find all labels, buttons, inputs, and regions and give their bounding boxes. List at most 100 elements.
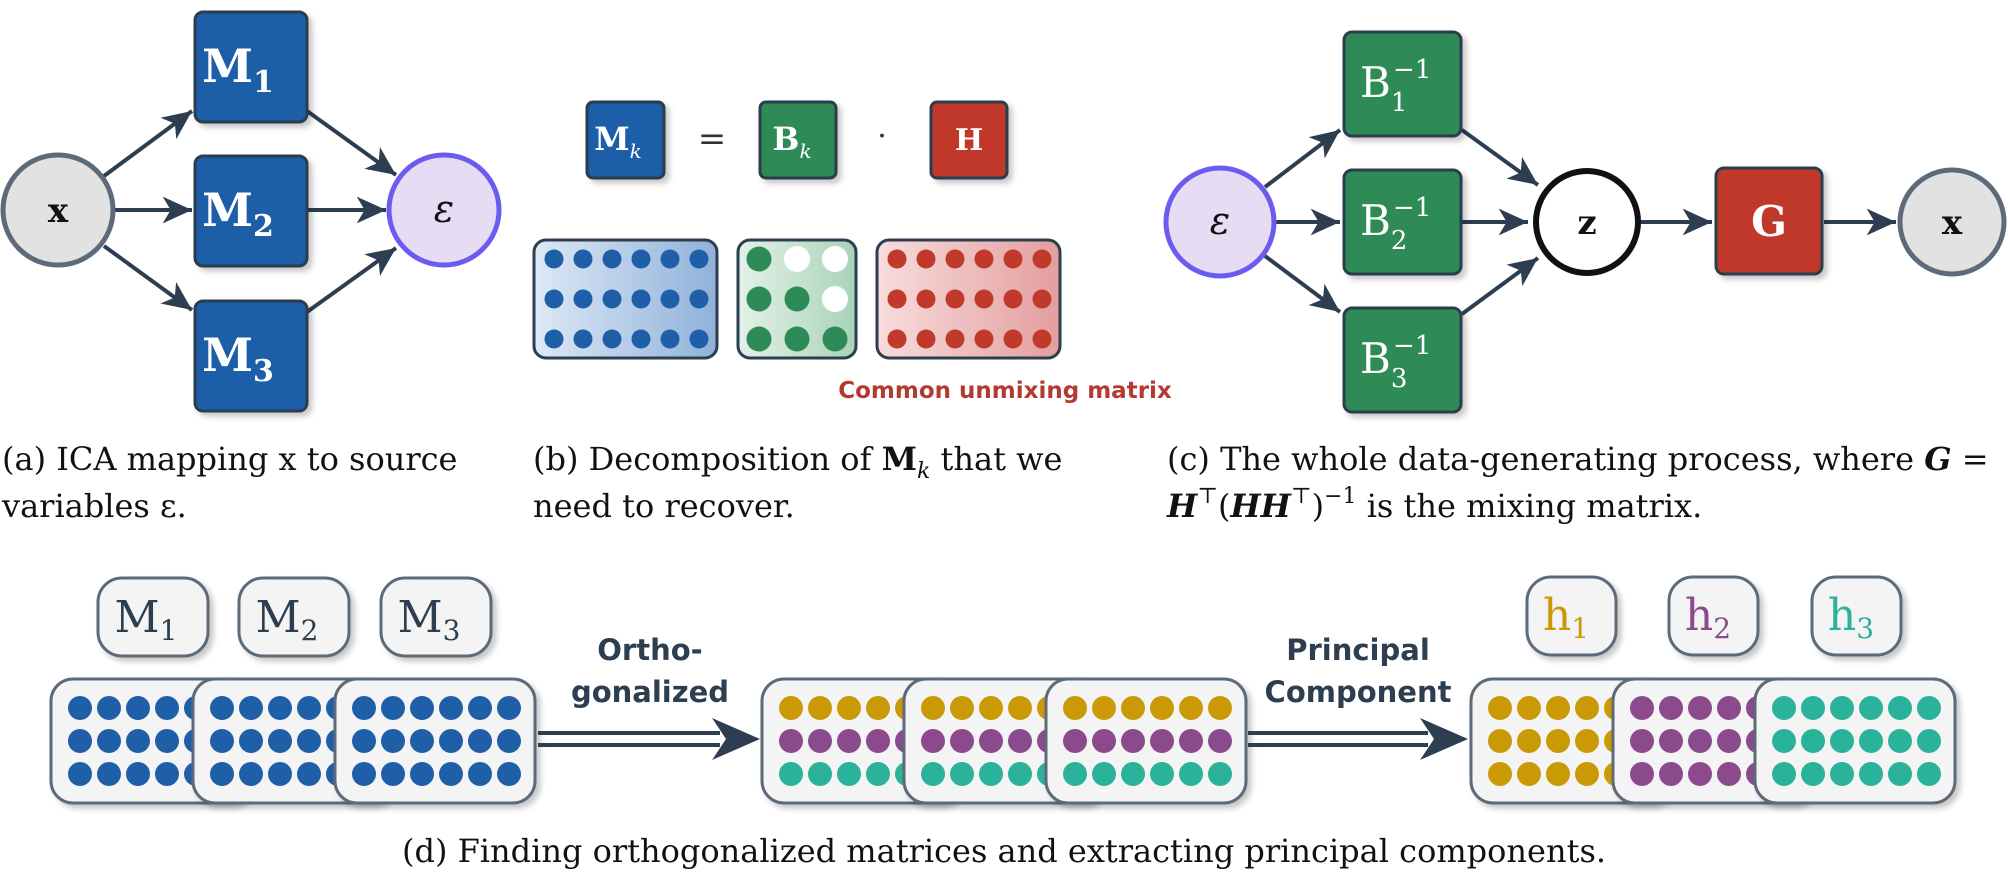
pc-matrix-dot (1575, 729, 1599, 753)
h-label: H (955, 123, 983, 158)
b3-label: B (1360, 334, 1391, 383)
ortho-matrix-dot (1063, 696, 1087, 720)
pc-matrix-dot (1659, 729, 1683, 753)
mk-dot (631, 329, 651, 349)
blue-matrix-dot (210, 729, 234, 753)
m2-node: M2 (193, 154, 309, 268)
m3-node: M3 (193, 299, 309, 413)
ortho-matrix-dot (921, 762, 945, 786)
mk-dot (602, 249, 622, 269)
blue-matrix-dot (497, 762, 521, 786)
mk-dot (660, 249, 680, 269)
m3-label: M (202, 328, 253, 382)
m-pill-2-sub: 2 (301, 614, 319, 647)
blue-matrix-3 (333, 677, 537, 805)
svg-text:B2: B2 (1360, 196, 1407, 256)
blue-matrix-dot (68, 729, 92, 753)
m-pill-1-label: M (115, 592, 160, 643)
bk-dot (822, 326, 848, 352)
arrow-b1-z (1460, 128, 1540, 187)
ortho-matrix-dot (1150, 762, 1174, 786)
panel-d: M1 M2 M3 Ortho- gonalized Principal C (49, 575, 1957, 870)
h-pill-3-sub: 3 (1856, 612, 1874, 645)
pc-matrix-dot (1575, 696, 1599, 720)
mk-matrix-dots (544, 249, 709, 349)
caption-b-line2: need to recover. (533, 487, 795, 525)
ortho-matrix-dot (1063, 729, 1087, 753)
ortho-matrix-dot (1121, 729, 1145, 753)
pc-matrix-dot (1830, 762, 1854, 786)
pc-matrix-dot (1630, 762, 1654, 786)
b2-label: B (1360, 196, 1391, 245)
pc-matrix-dot (1488, 729, 1512, 753)
pc-matrix-dot (1575, 762, 1599, 786)
caption-a-line1: (a) ICA mapping x to source (2, 440, 457, 478)
blue-matrix-dot (268, 729, 292, 753)
epsilon-node-c (1163, 165, 1277, 279)
principal-label-2: Component (1265, 675, 1452, 709)
bk-block: Bk (758, 100, 838, 180)
h-pill-1: h1 (1525, 575, 1618, 657)
ortho-matrix-dot (1008, 696, 1032, 720)
principal-component-arrow (1248, 718, 1468, 760)
svg-text:B3: B3 (1360, 334, 1407, 394)
ortho-matrix-dot (779, 696, 803, 720)
svg-text:Mk: Mk (594, 120, 642, 163)
principal-label-1: Principal (1286, 633, 1430, 667)
ortho-matrix-dot (1008, 729, 1032, 753)
ortho-matrix-dot (1179, 729, 1203, 753)
m2-label: M (202, 183, 253, 237)
b2-sup: −1 (1393, 193, 1431, 223)
ortho-matrix-dot (1150, 729, 1174, 753)
h-dot (1032, 249, 1052, 269)
m1-node: M1 (193, 10, 309, 124)
pc-matrix-dot (1488, 696, 1512, 720)
svg-text:M3: M3 (398, 592, 461, 647)
pc-matrix-dot (1917, 696, 1941, 720)
blue-matrix-dot (410, 729, 434, 753)
blue-matrix-dot (297, 729, 321, 753)
blue-matrix-dot (381, 696, 405, 720)
ortho-matrix-dot (1092, 729, 1116, 753)
blue-matrix-dot (268, 696, 292, 720)
pc-matrix-dot (1888, 729, 1912, 753)
m-pill-1-sub: 1 (160, 614, 178, 647)
x-node-c (1897, 167, 2007, 277)
mk-dot (631, 289, 651, 309)
pc-matrix-dot (1888, 762, 1912, 786)
bk-dot (746, 246, 772, 272)
b2-inv-node: B2 −1 (1342, 168, 1463, 276)
blue-matrix-dot (126, 729, 150, 753)
pc-matrix-dot (1801, 696, 1825, 720)
b3-sup: −1 (1393, 331, 1431, 361)
h-dot (974, 289, 994, 309)
svg-text:Bk: Bk (772, 120, 811, 163)
h-dot (974, 329, 994, 349)
h-dot (1003, 289, 1023, 309)
ortho-matrix-3 (1044, 677, 1248, 805)
pc-matrix-dot (1859, 729, 1883, 753)
ortho-matrix-dot (866, 729, 890, 753)
ortho-matrix-dot (1150, 696, 1174, 720)
bk-dot (822, 246, 848, 272)
x-node (0, 152, 116, 268)
blue-matrix-dot (97, 729, 121, 753)
ortho-matrix-dot (1092, 696, 1116, 720)
z-label: z (1577, 203, 1596, 243)
orthogonalized-matrix-stack (760, 677, 1248, 805)
blue-matrix-dot (410, 762, 434, 786)
epsilon-label-c: ε (1210, 199, 1230, 243)
pc-matrix-dot (1630, 729, 1654, 753)
m1-sub: 1 (253, 65, 274, 100)
blue-matrix-dot (439, 762, 463, 786)
bk-dot (784, 286, 810, 312)
blue-matrix-dot (68, 762, 92, 786)
h-dot (945, 329, 965, 349)
h-pill-3-label: h (1828, 590, 1856, 641)
ortho-matrix-dot (866, 696, 890, 720)
pc-matrix-dot (1517, 729, 1541, 753)
ortho-matrix-dot (1008, 762, 1032, 786)
blue-matrix-dot (497, 729, 521, 753)
h-block: H (929, 100, 1009, 180)
